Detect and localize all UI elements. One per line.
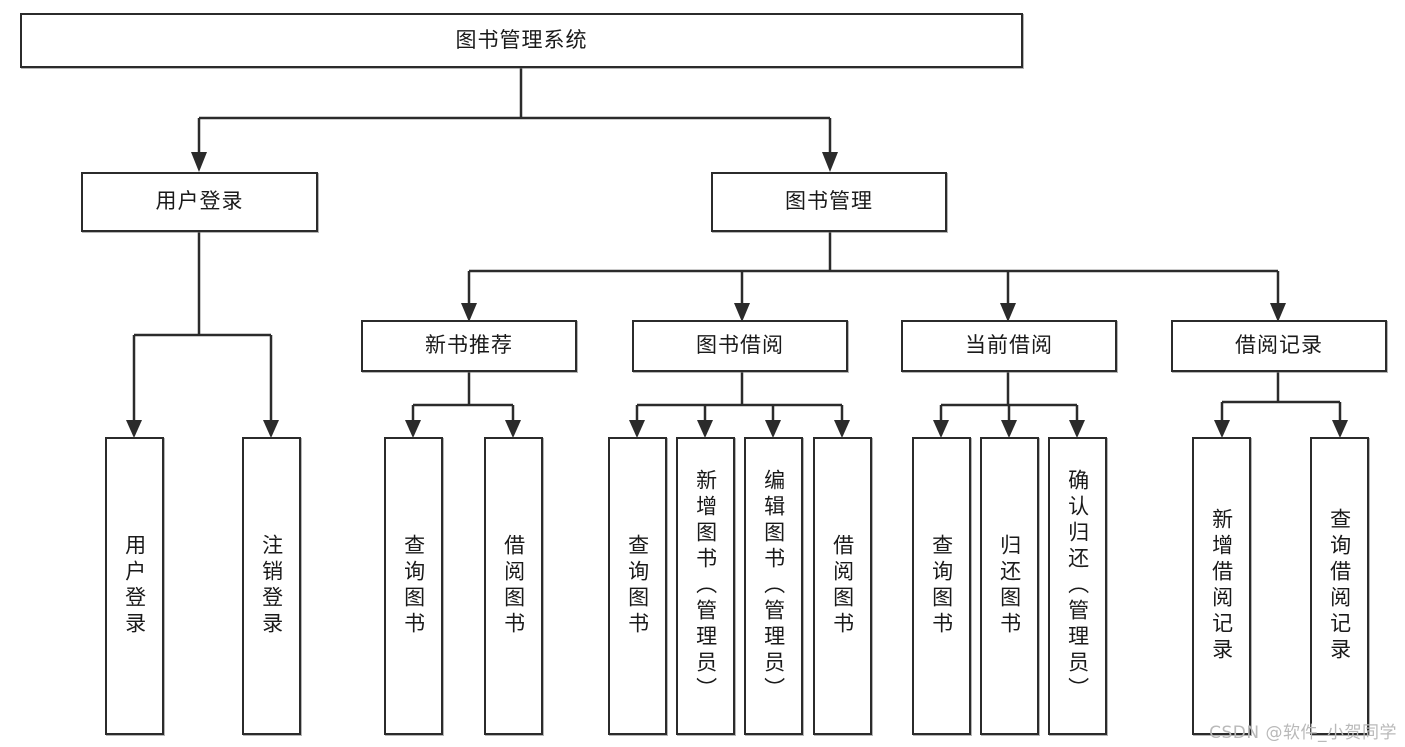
node-book-management[interactable]: 图书管理 bbox=[711, 172, 947, 232]
node-leaf-query-book-1[interactable]: 查询图书 bbox=[384, 437, 443, 735]
arrow-leaf-edit-book bbox=[765, 420, 781, 438]
arrow-leaf-borrow-book-2 bbox=[834, 420, 850, 438]
node-user-login[interactable]: 用户登录 bbox=[81, 172, 318, 232]
node-leaf-add-book[interactable]: 新增图书（管理员） bbox=[676, 437, 735, 735]
watermark: CSDN @软件_小贺同学 bbox=[1209, 723, 1397, 743]
node-leaf-query-record-label: 查询借阅记录 bbox=[1327, 508, 1352, 664]
arrow-leaf-query-book-2 bbox=[629, 420, 645, 438]
node-leaf-user-login-label: 用户登录 bbox=[122, 534, 147, 638]
node-borrow-record[interactable]: 借阅记录 bbox=[1171, 320, 1387, 372]
node-leaf-add-book-label: 新增图书（管理员） bbox=[693, 469, 718, 703]
node-leaf-query-book-3[interactable]: 查询图书 bbox=[912, 437, 971, 735]
node-leaf-query-book-3-label: 查询图书 bbox=[929, 534, 954, 638]
arrow-leaf-query-book-3 bbox=[933, 420, 949, 438]
arrow-leaf-user-login bbox=[126, 420, 142, 438]
node-leaf-borrow-book-1[interactable]: 借阅图书 bbox=[484, 437, 543, 735]
node-book-borrow-label: 图书借阅 bbox=[696, 333, 784, 358]
node-leaf-add-record[interactable]: 新增借阅记录 bbox=[1192, 437, 1251, 735]
node-book-management-label: 图书管理 bbox=[785, 189, 873, 214]
arrow-user-login bbox=[191, 152, 207, 172]
node-leaf-confirm-return-label: 确认归还（管理员） bbox=[1065, 469, 1090, 703]
arrow-leaf-return-book bbox=[1001, 420, 1017, 438]
arrow-leaf-query-book-1 bbox=[405, 420, 421, 438]
node-borrow-record-label: 借阅记录 bbox=[1235, 333, 1323, 358]
node-leaf-query-book-2-label: 查询图书 bbox=[625, 534, 650, 638]
node-leaf-query-book-1-label: 查询图书 bbox=[401, 534, 426, 638]
node-leaf-return-book[interactable]: 归还图书 bbox=[980, 437, 1039, 735]
arrow-leaf-add-book bbox=[697, 420, 713, 438]
arrow-leaf-confirm-return bbox=[1069, 420, 1085, 438]
node-leaf-user-login[interactable]: 用户登录 bbox=[105, 437, 164, 735]
node-user-login-label: 用户登录 bbox=[155, 189, 244, 214]
node-root-label: 图书管理系统 bbox=[455, 27, 588, 52]
arrow-leaf-add-record bbox=[1214, 420, 1230, 438]
node-leaf-return-book-label: 归还图书 bbox=[997, 534, 1022, 638]
node-leaf-logout-login-label: 注销登录 bbox=[259, 534, 284, 638]
node-leaf-borrow-book-2-label: 借阅图书 bbox=[830, 534, 855, 638]
arrow-leaf-logout-login bbox=[263, 420, 279, 438]
arrow-book-management bbox=[822, 152, 838, 172]
node-current-borrow[interactable]: 当前借阅 bbox=[901, 320, 1117, 372]
node-root[interactable]: 图书管理系统 bbox=[20, 13, 1023, 68]
node-new-book-recommend-label: 新书推荐 bbox=[425, 333, 513, 358]
node-leaf-edit-book[interactable]: 编辑图书（管理员） bbox=[744, 437, 803, 735]
node-leaf-edit-book-label: 编辑图书（管理员） bbox=[761, 469, 786, 703]
node-leaf-logout-login[interactable]: 注销登录 bbox=[242, 437, 301, 735]
node-leaf-query-record[interactable]: 查询借阅记录 bbox=[1310, 437, 1369, 735]
node-leaf-query-book-2[interactable]: 查询图书 bbox=[608, 437, 667, 735]
node-book-borrow[interactable]: 图书借阅 bbox=[632, 320, 848, 372]
arrow-leaf-borrow-book-1 bbox=[505, 420, 521, 438]
node-leaf-confirm-return[interactable]: 确认归还（管理员） bbox=[1048, 437, 1107, 735]
node-current-borrow-label: 当前借阅 bbox=[965, 333, 1053, 358]
arrow-leaf-query-record bbox=[1332, 420, 1348, 438]
node-new-book-recommend[interactable]: 新书推荐 bbox=[361, 320, 577, 372]
node-leaf-borrow-book-1-label: 借阅图书 bbox=[501, 534, 526, 638]
node-leaf-borrow-book-2[interactable]: 借阅图书 bbox=[813, 437, 872, 735]
node-leaf-add-record-label: 新增借阅记录 bbox=[1209, 508, 1234, 664]
